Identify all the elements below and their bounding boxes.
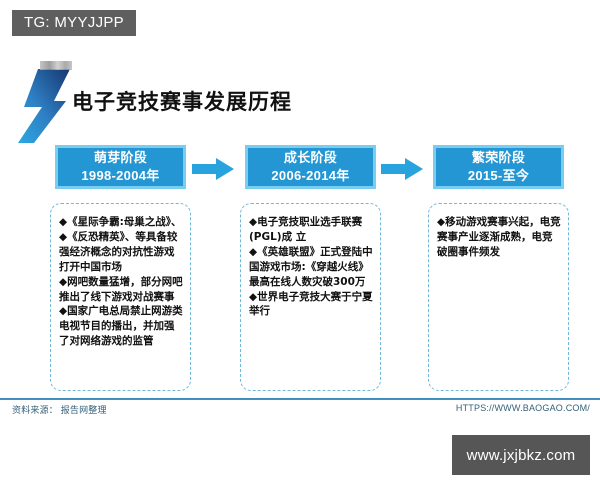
footer-url-text: HTTPS://WWW.BAOGAO.COM/ [455,403,590,413]
stage-name-3: 繁荣阶段 [471,150,526,166]
stage-name-1: 萌芽阶段 [93,150,148,166]
stage-period-1: 1998-2004年 [81,168,160,183]
stage-content-panel-1: ◆《星际争霸:母巢之战》、◆《反恐精英》、等具备较强经济概念的对抗性游戏打开中国… [50,203,191,391]
stage-content-text-1: ◆《星际争霸:母巢之战》、◆《反恐精英》、等具备较强经济概念的对抗性游戏打开中国… [59,216,183,348]
stage-period-3: 2015-至今 [467,168,530,183]
stage-content-panel-3: ◆移动游戏赛事兴起，电竞赛事产业逐渐成熟，电竞破圈事件频发 [428,203,569,391]
arrow-right-icon [381,158,423,180]
stage-content-panel-2: ◆电子竞技职业选手联赛(PGL)成 立 ◆《英雄联盟》正式登陆中国游戏市场:《穿… [240,203,381,391]
page-title: 电子竞技赛事发展历程 [72,91,292,114]
footer-source-text: 资料来源： 报告网整理 [12,405,107,415]
footer-divider [0,398,600,400]
stage-period-2: 2006-2014年 [271,168,350,183]
arrow-right-icon [192,158,234,180]
stage-header-3: 繁荣阶段 2015-至今 [433,145,564,189]
stage-header-2: 成长阶段 2006-2014年 [245,145,376,189]
stage-name-2: 成长阶段 [283,150,338,166]
stage-content-text-2: ◆电子竞技职业选手联赛(PGL)成 立 ◆《英雄联盟》正式登陆中国游戏市场:《穿… [249,216,373,318]
blue-lightning-logo-icon [14,61,72,145]
logo-blur-bar [40,61,72,70]
tg-watermark-badge: TG: MYYJJPP [12,10,136,36]
bottom-watermark-badge: www.jxjbkz.com [452,435,590,475]
stage-header-1: 萌芽阶段 1998-2004年 [55,145,186,189]
stage-content-text-3: ◆移动游戏赛事兴起，电竞赛事产业逐渐成熟，电竞破圈事件频发 [437,216,561,258]
